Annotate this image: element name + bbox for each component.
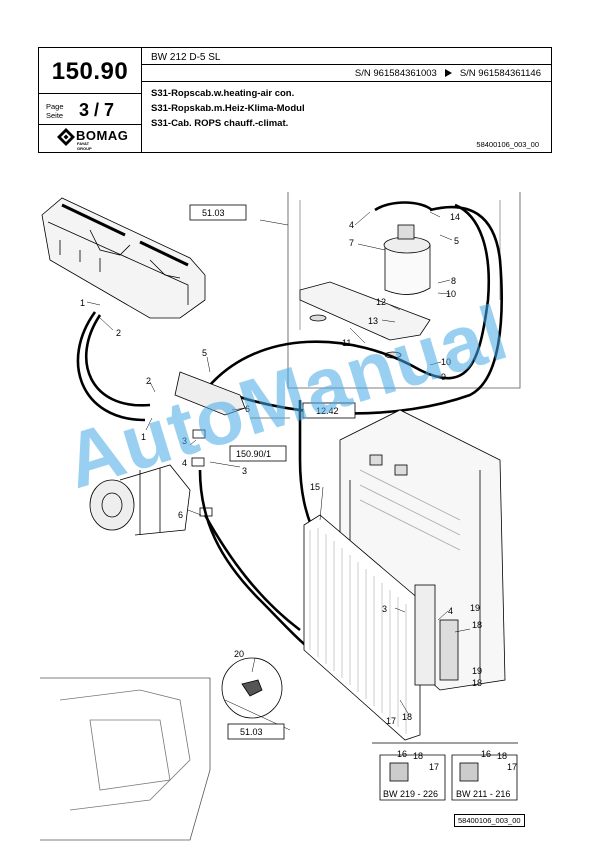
callout: 18 [413,751,423,761]
callout: 3 [382,604,387,614]
title-de: S31-Ropskab.m.Heiz-Klima-Modul [151,103,305,114]
callout: 6 [245,404,250,414]
receiver-drier [383,224,431,295]
svg-text:51.03: 51.03 [240,727,263,737]
callout: 2 [146,376,151,386]
ref-box-12-42[interactable]: 12.42 [302,402,356,419]
callout: 17 [429,762,439,772]
ref-box-51-03-bottom[interactable]: 51.03 [227,723,285,740]
callout: 4 [448,606,453,616]
logo-name: BOMAG [76,128,129,143]
divider [39,93,141,94]
serial-range: S/N 961584361003 S/N 961584361146 [355,68,541,79]
callout: 8 [451,276,456,286]
callout: 18 [472,620,482,630]
page-info-column: 150.90 Page Seite 3 / 7 BOMAG FAYAT GROU… [39,48,142,152]
callout: 18 [497,751,507,761]
callout: 6 [178,510,183,520]
callout: 18 [472,678,482,688]
bomag-logo: BOMAG FAYAT GROUP [57,128,128,151]
svg-text:12.42: 12.42 [316,406,339,416]
callout-numbers: 1 2 2 1 5 6 3 4 3 6 4 7 14 5 8 10 12 13 … [80,212,517,772]
callout: 4 [349,220,354,230]
model-name: BW 212 D-5 SL [151,52,221,63]
divider [141,81,551,82]
callout: 11 [342,338,351,348]
ref-box-51-03-top[interactable]: 51.03 [189,204,247,221]
bomag-diamond-icon [57,128,75,146]
callout: 10 [446,289,456,299]
drawing-code: 58400106_003_00 [476,140,539,149]
logo-sub: FAYAT GROUP [77,141,92,151]
callout: 7 [349,238,354,248]
serial-to: S/N 961584361146 [459,68,541,79]
divider [39,124,141,125]
divider [141,64,551,65]
callout: 19 [470,603,480,613]
title-fr: S31-Cab. ROPS chauff.-climat. [151,118,289,129]
footer-drawing-code: 58400106_003_00 [454,814,525,827]
callout: 4 [182,458,187,468]
arrow-right-icon [444,69,452,77]
callout: 5 [202,348,207,358]
svg-text:150.90/1: 150.90/1 [236,449,271,459]
callout: 5 [454,236,459,246]
page-number: 150.90 [51,58,129,85]
callout: 2 [116,328,121,338]
callout: 3 [242,466,247,476]
heater-housing [41,197,206,319]
page-value: 3 / 7 [79,100,115,120]
page-label-de: Seite [46,111,64,120]
callout: 20 [234,649,244,659]
callout: 15 [310,482,320,492]
ref-box-150-90-1[interactable]: 150.90/1 [229,445,287,462]
callout: 17 [386,716,396,726]
callout: 13 [368,316,378,326]
variant-label-right: BW 211 - 216 [456,789,511,799]
callout: 1 [141,432,146,442]
callout: 16 [397,749,407,759]
svg-text:51.03: 51.03 [202,208,225,218]
callout: 1 [80,298,85,308]
callout: 14 [450,212,460,222]
page-label-en: Page [46,102,64,111]
callout: 12 [376,297,386,307]
title-en: S31-Ropscab.w.heating-air con. [151,88,295,99]
serial-from: S/N 961584361003 [354,68,437,79]
callout: 18 [402,712,412,722]
callout: 17 [507,762,517,772]
title-block: 150.90 Page Seite 3 / 7 BOMAG FAYAT GROU… [38,47,552,153]
callout: 19 [472,666,482,676]
callout: 16 [481,749,491,759]
compressor [89,464,191,536]
callout: 9 [441,372,446,382]
condenser-assembly [303,409,506,741]
page-label: Page Seite [46,102,64,120]
variant-label-left: BW 219 - 226 [383,789,439,799]
callout: 10 [441,357,451,367]
callout: 3 [182,436,187,446]
